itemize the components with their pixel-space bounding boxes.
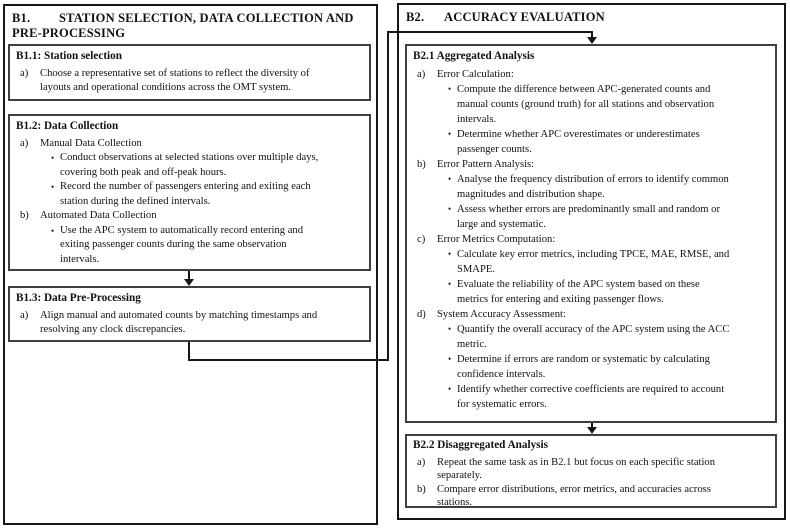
arrow-b12-to-b13-line	[188, 271, 190, 281]
box-b1-2-title: B1.2: Data Collection	[16, 120, 119, 132]
box-b2-2-title: B2.2 Disaggregated Analysis	[413, 439, 548, 451]
connector-b13-exit-line	[188, 342, 190, 361]
bullet-icon: •	[448, 174, 452, 184]
bullet-text: Compute the difference between APC-gener…	[457, 84, 715, 125]
bullet-icon: •	[448, 354, 452, 364]
list-item: a) Manual Data Collection	[10, 137, 365, 152]
bullet-item: • Assess whether errors are predominantly…	[407, 202, 771, 232]
bullet-text: Evaluate the reliability of the APC syst…	[457, 279, 700, 305]
bullet-icon: •	[448, 129, 452, 139]
bullet-item: • Evaluate the reliability of the APC sys…	[407, 277, 771, 307]
arrow-down-icon	[587, 427, 597, 434]
box-b1-1-station-selection: B1.1: Station selection a) Choose a repre…	[8, 44, 371, 101]
item-text: Manual Data Collection	[40, 137, 142, 149]
bullet-item: • Identify whether corrective coefficient…	[407, 382, 771, 412]
item-text: Choose a representative set of stations …	[40, 67, 310, 94]
list-item: b) Error Pattern Analysis:	[407, 157, 771, 172]
box-b1-1-title: B1.1: Station selection	[16, 50, 122, 62]
panel-b1-label: B1.	[12, 11, 31, 25]
bullet-text: Assess whether errors are predominantly …	[457, 204, 721, 230]
item-marker: c)	[417, 234, 426, 245]
item-marker: b)	[20, 210, 29, 221]
bullet-text: Determine if errors are random or system…	[457, 354, 710, 380]
bullet-item: • Analyse the frequency distribution of e…	[407, 172, 771, 202]
connector-b21-entry-line	[591, 31, 593, 38]
bullet-item: • Calculate key error metrics, including …	[407, 247, 771, 277]
list-item: a) Error Calculation:	[407, 67, 771, 82]
bullet-text: Conduct observations at selected station…	[60, 152, 319, 178]
box-b2-1-aggregated-analysis: B2.1 Aggregated Analysis a) Error Calcula…	[405, 44, 777, 423]
bullet-item: • Conduct observations at selected statio…	[10, 151, 365, 180]
bullet-text: Determine whether APC overestimates or u…	[457, 129, 700, 155]
panel-b2-label: B2.	[406, 10, 425, 24]
box-b1-2-data-collection: B1.2: Data Collection a) Manual Data Coll…	[8, 114, 371, 271]
list-item: a) Choose a representative set of station…	[10, 67, 365, 96]
connector-top-line	[387, 31, 593, 33]
connector-bottom-line	[188, 359, 389, 361]
bullet-icon: •	[448, 249, 452, 259]
panel-b1-title: STATION SELECTION, DATA COLLECTION AND P…	[12, 11, 354, 40]
bullet-text: Identify whether corrective coefficients…	[457, 384, 725, 410]
list-item: d) System Accuracy Assessment:	[407, 307, 771, 322]
bullet-icon: •	[448, 279, 452, 289]
item-marker: a)	[20, 67, 29, 79]
bullet-icon: •	[448, 384, 452, 394]
item-marker: a)	[20, 137, 29, 149]
list-item: a) Align manual and automated counts by m…	[10, 309, 365, 338]
item-text: Error Pattern Analysis:	[437, 159, 535, 170]
bullet-item: • Determine whether APC overestimates or …	[407, 127, 771, 157]
bullet-icon: •	[448, 84, 452, 94]
item-text: Error Metrics Computation:	[437, 234, 556, 245]
panel-b2-title: ACCURACY EVALUATION	[444, 10, 605, 24]
item-text: System Accuracy Assessment:	[437, 309, 566, 320]
item-marker: a)	[417, 69, 426, 80]
item-text: Repeat the same task as in B2.1 but focu…	[437, 456, 716, 482]
connector-gutter-line	[387, 31, 389, 361]
list-item: c) Error Metrics Computation:	[407, 232, 771, 247]
bullet-text: Quantify the overall accuracy of the APC…	[457, 324, 730, 350]
bullet-item: • Use the APC system to automatically rec…	[10, 224, 365, 268]
bullet-text: Record the number of passengers entering…	[60, 181, 311, 207]
bullet-text: Analyse the frequency distribution of er…	[457, 174, 729, 200]
arrow-down-icon	[184, 279, 194, 286]
box-b2-1-title: B2.1 Aggregated Analysis	[413, 50, 535, 62]
bullet-icon: •	[448, 204, 452, 214]
list-item: b) Automated Data Collection	[10, 209, 365, 224]
panel-b2-header: B2. ACCURACY EVALUATION	[399, 5, 784, 25]
arrow-b21-to-b22-line	[591, 423, 593, 429]
box-b1-3-data-pre-processing: B1.3: Data Pre-Processing a) Align manual…	[8, 286, 371, 342]
item-marker: a)	[20, 309, 29, 321]
panel-b1-header: B1.STATION SELECTION, DATA COLLECTION AN…	[5, 6, 376, 41]
bullet-item: • Determine if errors are random or syste…	[407, 352, 771, 382]
bullet-text: Use the APC system to automatically reco…	[60, 224, 304, 265]
item-marker: b)	[417, 483, 426, 495]
list-item: a) Repeat the same task as in B2.1 but fo…	[407, 456, 771, 483]
item-text: Automated Data Collection	[40, 210, 157, 221]
item-text: Align manual and automated counts by mat…	[40, 309, 318, 336]
list-item: b) Compare error distributions, error met…	[407, 483, 771, 508]
bullet-item: • Record the number of passengers enterin…	[10, 180, 365, 209]
bullet-item: • Quantify the overall accuracy of the AP…	[407, 322, 771, 352]
bullet-item: • Compute the difference between APC-gene…	[407, 82, 771, 127]
item-marker: b)	[417, 159, 426, 170]
bullet-text: Calculate key error metrics, including T…	[457, 249, 730, 275]
box-b2-2-disaggregated-analysis: B2.2 Disaggregated Analysis a) Repeat the…	[405, 434, 777, 508]
bullet-icon: •	[51, 182, 55, 192]
item-marker: d)	[417, 309, 426, 320]
arrow-down-icon	[587, 37, 597, 44]
item-text: Error Calculation:	[437, 69, 514, 80]
bullet-icon: •	[448, 324, 452, 334]
item-text: Compare error distributions, error metri…	[437, 483, 711, 508]
bullet-icon: •	[51, 225, 55, 236]
bullet-icon: •	[51, 153, 55, 163]
box-b1-3-title: B1.3: Data Pre-Processing	[16, 292, 141, 304]
item-marker: a)	[417, 456, 426, 468]
